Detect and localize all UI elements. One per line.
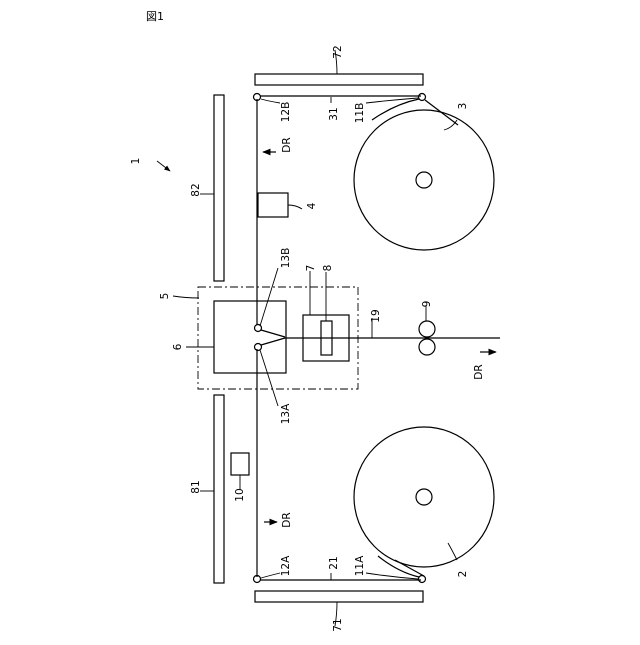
label-9: 9 [421, 301, 433, 308]
label-81: 81 [190, 480, 202, 493]
leader-2 [448, 543, 457, 560]
label-71: 71 [332, 618, 344, 631]
leader-13A [260, 350, 278, 406]
label-2: 2 [457, 571, 469, 578]
plate-72 [255, 74, 423, 85]
plate-81 [214, 395, 224, 583]
leader-1 [157, 161, 170, 171]
label-11B: 11B [354, 103, 366, 124]
web-roll-3-tangent [425, 100, 458, 125]
label-12A: 12A [280, 555, 292, 576]
label-1: 1 [130, 158, 142, 165]
label-31: 31 [328, 107, 340, 120]
nip-roller-9-upper [419, 321, 435, 337]
label-dr-bottom: DR [281, 512, 293, 527]
leader-13B [260, 268, 278, 326]
member-6 [214, 301, 286, 373]
nip-roller-9-lower [419, 339, 435, 355]
label-11A: 11A [354, 555, 366, 576]
label-6: 6 [172, 343, 184, 350]
label-21: 21 [328, 556, 340, 569]
roller-13A [255, 344, 262, 351]
label-dr-top: DR [281, 137, 293, 152]
label-13B: 13B [280, 248, 292, 269]
leader-5 [173, 296, 199, 298]
label-13A: 13A [280, 403, 292, 424]
box-4 [258, 193, 288, 217]
label-7: 7 [305, 265, 317, 272]
web-converge-lower [261, 338, 285, 345]
leader-11B [366, 98, 418, 103]
web-converge-upper [261, 330, 285, 337]
roll-3 [354, 110, 494, 250]
roller-11A [419, 576, 426, 583]
label-dr-right: DR [473, 364, 485, 379]
label-5: 5 [159, 293, 171, 300]
leader-3 [444, 120, 457, 130]
roll-2-core [416, 489, 432, 505]
label-72: 72 [332, 45, 344, 58]
leader-12A [261, 573, 280, 578]
plate-82 [214, 95, 224, 281]
label-8: 8 [322, 265, 334, 272]
label-12B: 12B [280, 102, 292, 123]
label-82: 82 [190, 183, 202, 196]
label-10: 10 [234, 488, 246, 501]
figure-title: 図1 [146, 10, 164, 23]
plate-71 [255, 591, 423, 602]
label-19: 19 [370, 309, 382, 322]
label-4: 4 [306, 202, 318, 209]
roll-3-core [416, 172, 432, 188]
leader-4 [288, 205, 302, 209]
web-roll-3-wrap [372, 99, 419, 120]
roll-2 [354, 427, 494, 567]
roller-11B [419, 94, 426, 101]
label-3: 3 [457, 103, 469, 110]
box-10 [231, 453, 249, 475]
leader-12B [261, 99, 280, 103]
